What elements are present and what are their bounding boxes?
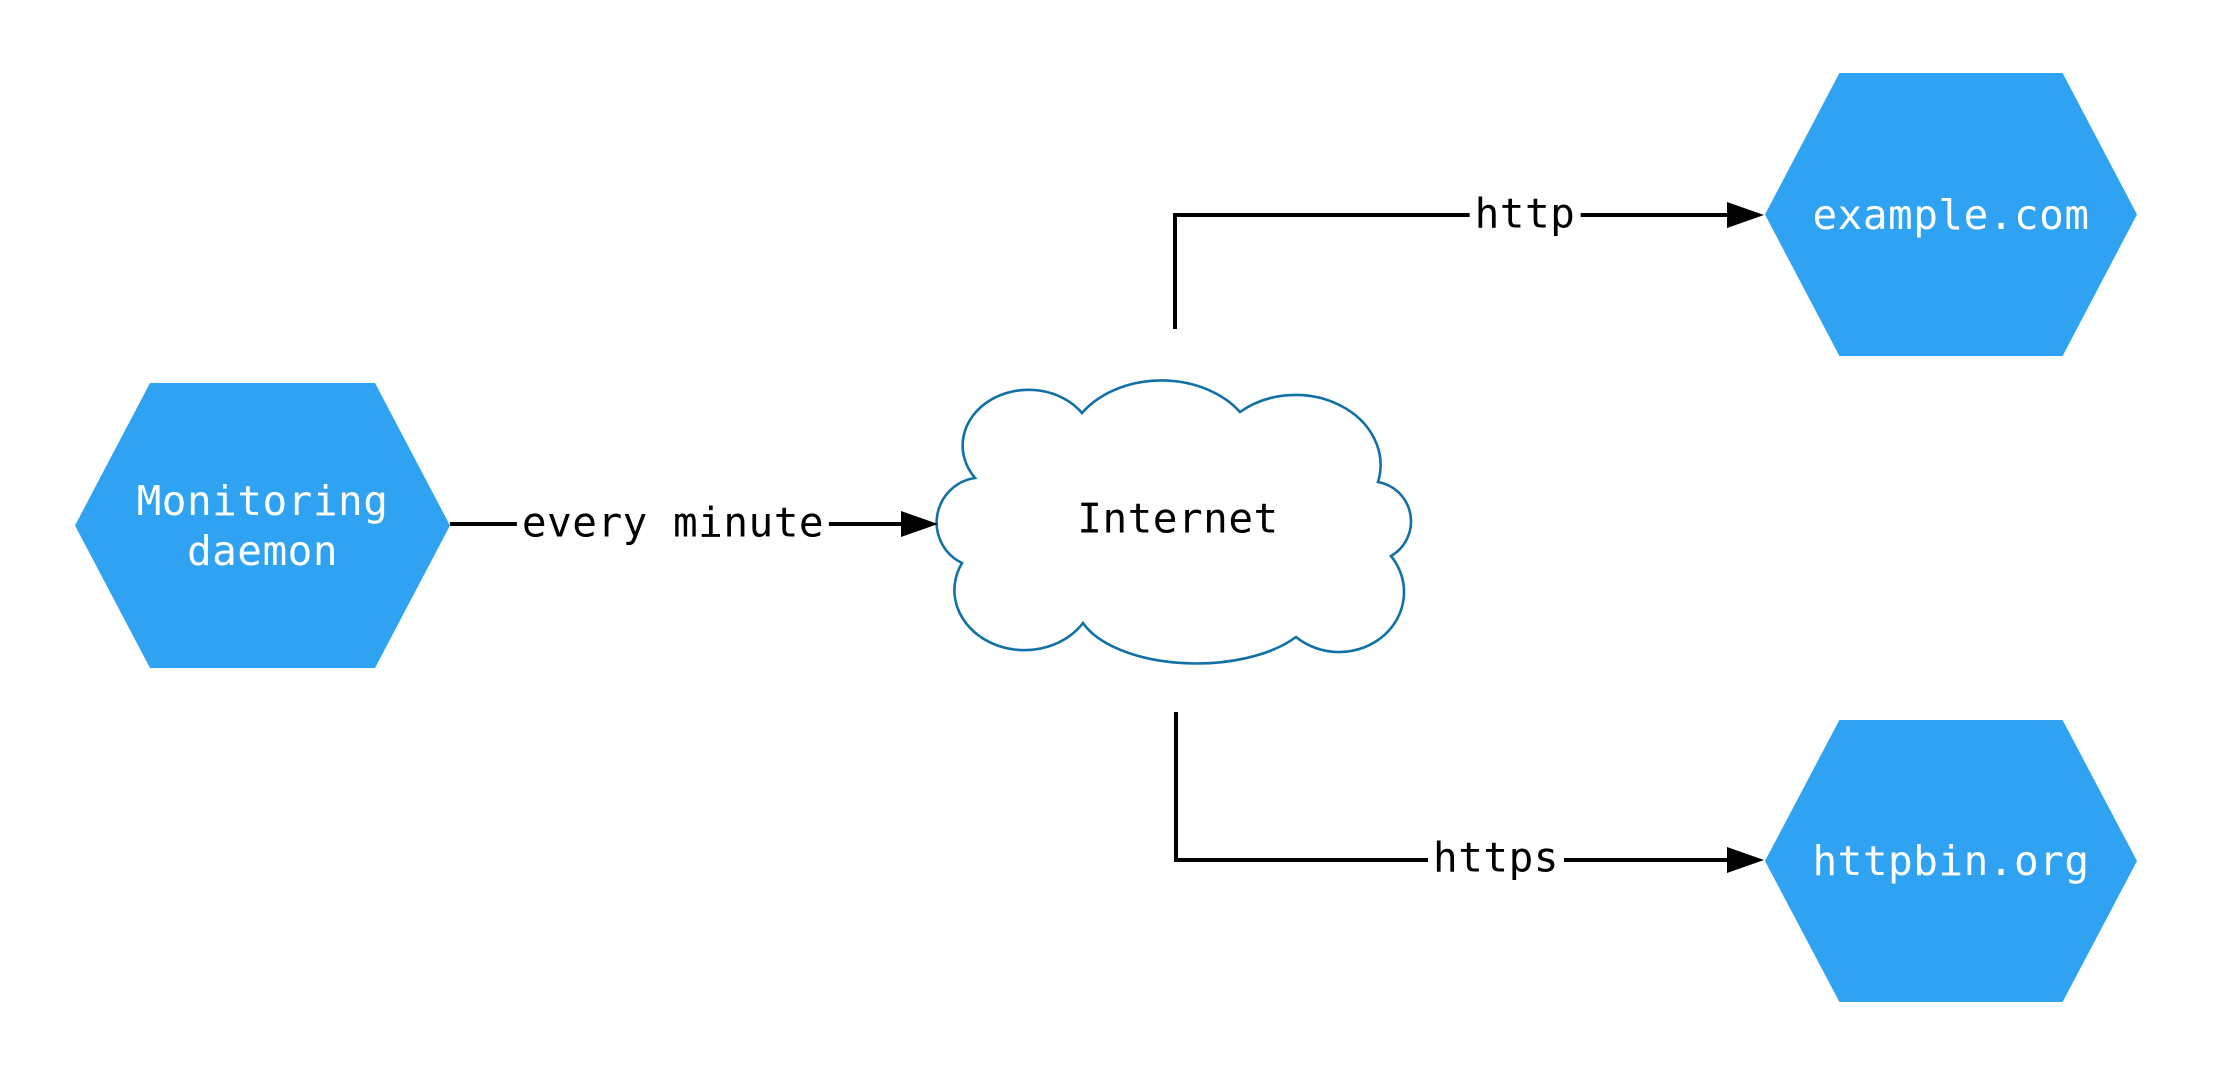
node-httpbin-org: httpbin.org: [1765, 720, 2137, 1002]
node-httpbin-org-label: httpbin.org: [1812, 837, 2090, 885]
edge-label-every-minute: every minute: [516, 499, 830, 547]
arrowhead-into-internet: [901, 511, 938, 537]
arrowhead-into-httpbin: [1727, 847, 1764, 873]
node-example-com: example.com: [1765, 73, 2137, 356]
edge-label-https: https: [1428, 834, 1564, 882]
node-monitoring-daemon-label: Monitoring daemon: [136, 476, 389, 575]
node-example-com-label: example.com: [1812, 190, 2090, 239]
node-internet-label: Internet: [1077, 494, 1279, 543]
arrowhead-into-example: [1727, 202, 1764, 228]
node-monitoring-daemon: Monitoring daemon: [75, 383, 450, 668]
edge-label-http: http: [1469, 190, 1581, 238]
internet-cloud-shape: [935, 379, 1413, 665]
